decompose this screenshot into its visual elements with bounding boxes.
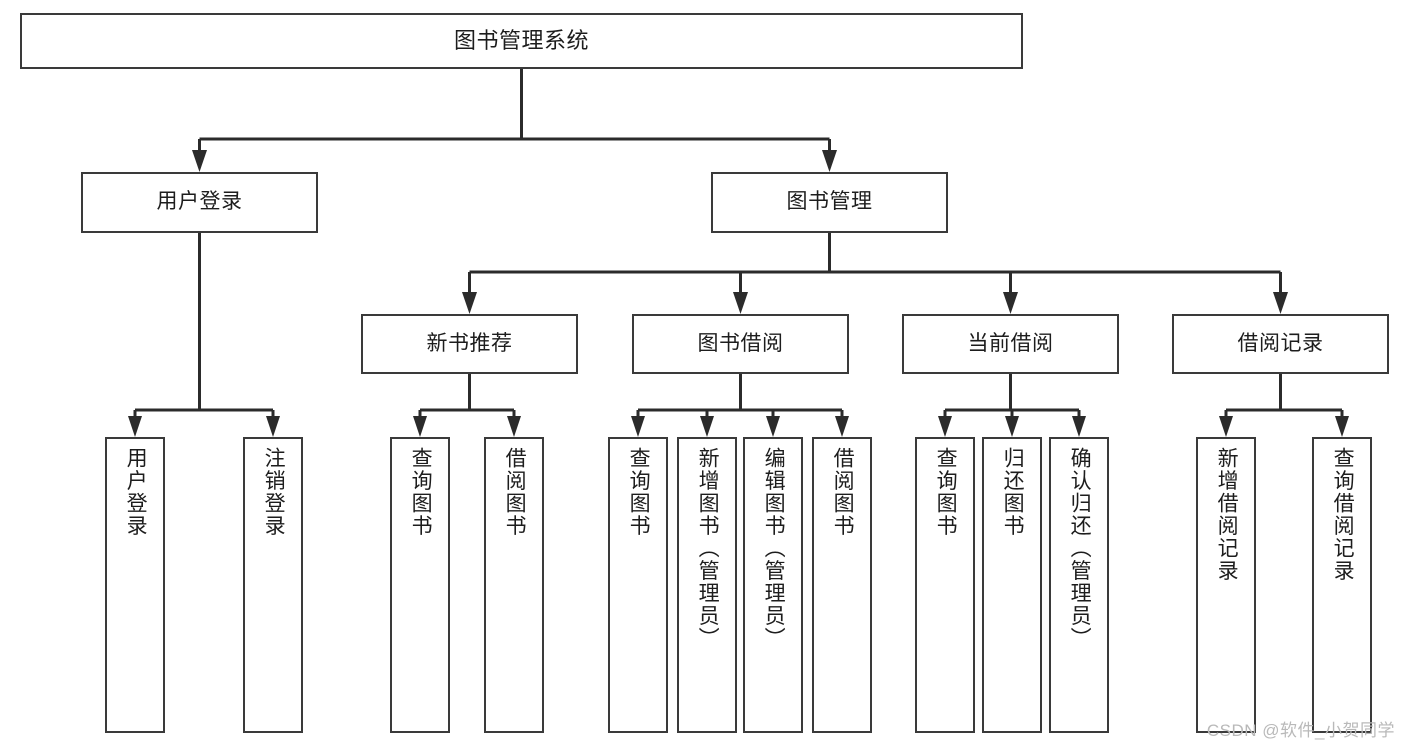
arrow-current-borrow xyxy=(1003,292,1018,314)
arrow-leaf-query-book-2 xyxy=(631,416,645,437)
node-leaf-query-book-1-label: 查询图书 xyxy=(409,447,433,537)
arrow-book-management xyxy=(822,150,837,172)
arrow-leaf-borrow-book-1 xyxy=(507,416,521,437)
node-new-book-recommend[interactable]: 新书推荐 xyxy=(361,314,578,374)
node-leaf-query-book-2[interactable]: 查询图书 xyxy=(608,437,668,733)
arrow-leaf-query-record xyxy=(1335,416,1349,437)
arrow-book-borrow xyxy=(733,292,748,314)
node-root[interactable]: 图书管理系统 xyxy=(20,13,1023,69)
node-leaf-borrow-book-2[interactable]: 借阅图书 xyxy=(812,437,872,733)
arrow-leaf-edit-book xyxy=(766,416,780,437)
node-current-borrow-label: 当前借阅 xyxy=(967,331,1054,355)
node-leaf-query-record-label: 查询借阅记录 xyxy=(1331,447,1355,582)
arrow-leaf-query-book-1 xyxy=(413,416,427,437)
arrow-leaf-add-record xyxy=(1219,416,1233,437)
arrow-borrow-record xyxy=(1273,292,1288,314)
node-leaf-return-book-label: 归还图书 xyxy=(1001,447,1025,537)
node-leaf-logout[interactable]: 注销登录 xyxy=(243,437,303,733)
node-leaf-query-book-3-label: 查询图书 xyxy=(934,447,958,537)
node-leaf-query-book-2-label: 查询图书 xyxy=(627,447,651,537)
node-leaf-add-record-label: 新增借阅记录 xyxy=(1215,447,1239,582)
arrow-leaf-return-book xyxy=(1005,416,1019,437)
node-leaf-logout-label: 注销登录 xyxy=(262,447,286,537)
arrow-user-login xyxy=(192,150,207,172)
node-leaf-edit-book-label: 编辑图书（管理员） xyxy=(762,447,786,650)
node-leaf-confirm-return-label: 确认归还（管理员） xyxy=(1068,447,1092,650)
node-leaf-edit-book[interactable]: 编辑图书（管理员） xyxy=(743,437,803,733)
node-current-borrow[interactable]: 当前借阅 xyxy=(902,314,1119,374)
node-leaf-confirm-return[interactable]: 确认归还（管理员） xyxy=(1049,437,1109,733)
arrow-leaf-borrow-book-2 xyxy=(835,416,849,437)
node-borrow-record[interactable]: 借阅记录 xyxy=(1172,314,1389,374)
node-leaf-borrow-book-1[interactable]: 借阅图书 xyxy=(484,437,544,733)
node-leaf-query-record[interactable]: 查询借阅记录 xyxy=(1312,437,1372,733)
arrow-leaf-add-book xyxy=(700,416,714,437)
arrow-leaf-query-book-3 xyxy=(938,416,952,437)
node-leaf-borrow-book-1-label: 借阅图书 xyxy=(503,447,527,537)
node-user-login[interactable]: 用户登录 xyxy=(81,172,318,233)
node-book-borrow[interactable]: 图书借阅 xyxy=(632,314,849,374)
node-leaf-return-book[interactable]: 归还图书 xyxy=(982,437,1042,733)
node-leaf-borrow-book-2-label: 借阅图书 xyxy=(831,447,855,537)
node-leaf-add-book[interactable]: 新增图书（管理员） xyxy=(677,437,737,733)
node-new-book-recommend-label: 新书推荐 xyxy=(426,331,513,355)
node-leaf-query-book-3[interactable]: 查询图书 xyxy=(915,437,975,733)
node-leaf-user-login[interactable]: 用户登录 xyxy=(105,437,165,733)
node-borrow-record-label: 借阅记录 xyxy=(1237,331,1324,355)
node-book-management[interactable]: 图书管理 xyxy=(711,172,948,233)
node-leaf-add-record[interactable]: 新增借阅记录 xyxy=(1196,437,1256,733)
arrow-leaf-logout xyxy=(266,416,280,437)
node-root-label: 图书管理系统 xyxy=(453,28,589,54)
node-leaf-query-book-1[interactable]: 查询图书 xyxy=(390,437,450,733)
node-leaf-user-login-label: 用户登录 xyxy=(124,447,148,537)
watermark-text: CSDN @软件_小贺同学 xyxy=(1206,721,1395,740)
arrow-new-book-recommend xyxy=(462,292,477,314)
node-book-management-label: 图书管理 xyxy=(786,190,873,214)
node-leaf-add-book-label: 新增图书（管理员） xyxy=(696,447,720,650)
arrow-leaf-user-login xyxy=(128,416,142,437)
node-user-login-label: 用户登录 xyxy=(156,190,243,214)
arrow-leaf-confirm-return xyxy=(1072,416,1086,437)
node-book-borrow-label: 图书借阅 xyxy=(697,331,784,355)
